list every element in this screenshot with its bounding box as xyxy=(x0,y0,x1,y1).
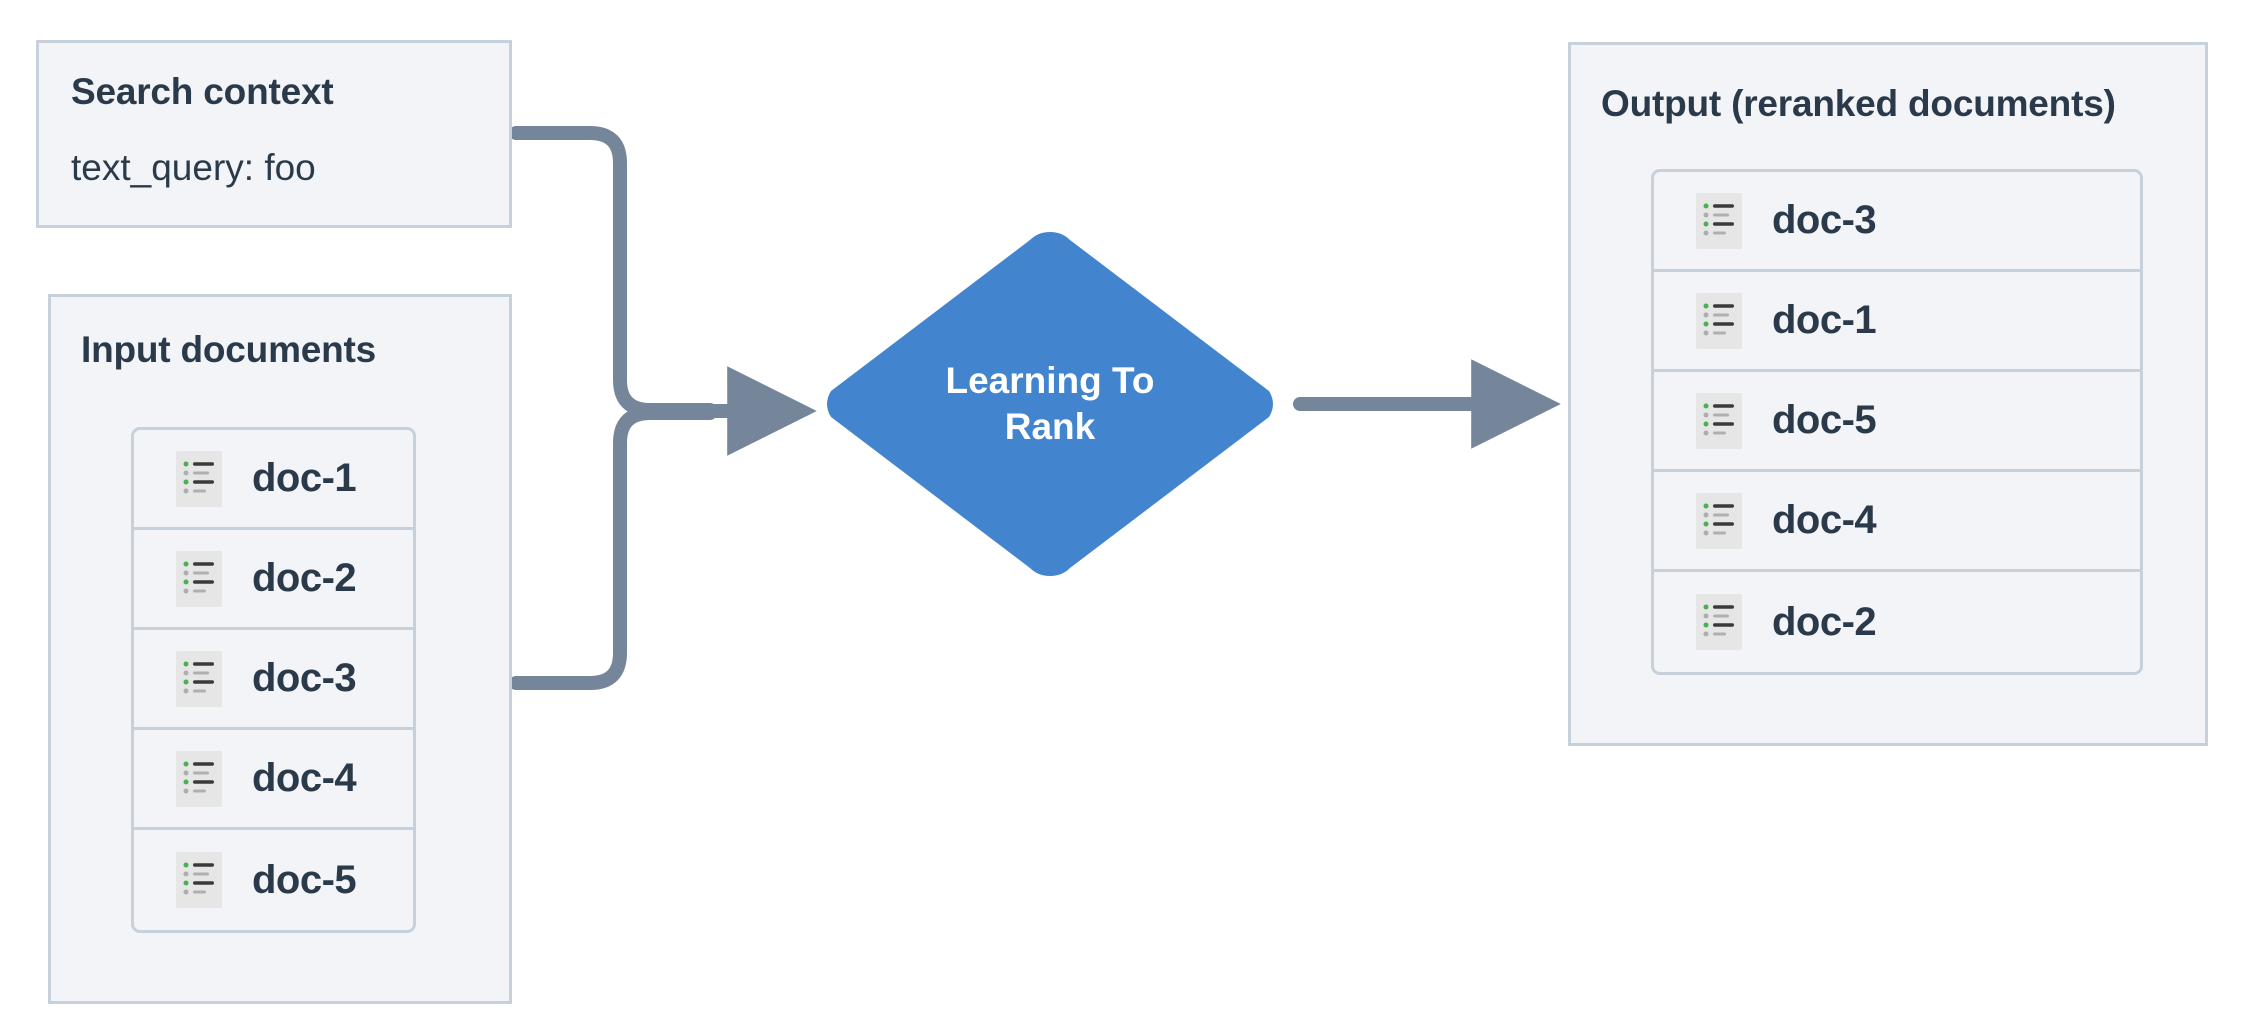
document-list-icon xyxy=(176,650,222,707)
document-label: doc-2 xyxy=(1772,599,1877,644)
connector-input-documents-to-node xyxy=(509,406,717,690)
input-documents-title: Input documents xyxy=(81,329,377,370)
document-label: doc-5 xyxy=(252,857,357,902)
document-row[interactable]: doc-4 xyxy=(1654,472,2140,572)
output-documents-list: doc-3 doc-1 doc-5 doc-4 doc-2 xyxy=(1651,169,2143,675)
connector-search-context-to-node xyxy=(509,126,717,417)
document-label: doc-1 xyxy=(1772,298,1877,342)
search-context-query-field: text_query: foo xyxy=(71,147,316,188)
document-label: doc-3 xyxy=(252,656,357,700)
document-label: doc-2 xyxy=(252,556,357,600)
learning-to-rank-node[interactable]: Learning To Rank xyxy=(815,224,1285,584)
document-list-icon xyxy=(176,450,222,507)
document-row[interactable]: doc-5 xyxy=(1654,372,2140,472)
document-list-icon xyxy=(1696,292,1742,349)
input-documents-list: doc-1 doc-2 doc-3 doc-4 doc-5 xyxy=(131,427,416,933)
search-context-panel: Search context text_query: foo xyxy=(36,40,512,228)
document-row[interactable]: doc-5 xyxy=(134,830,413,930)
document-list-icon xyxy=(1696,492,1742,549)
document-label: doc-1 xyxy=(252,456,357,500)
document-row[interactable]: doc-1 xyxy=(1654,272,2140,372)
document-label: doc-4 xyxy=(252,756,357,800)
document-row[interactable]: doc-3 xyxy=(134,630,413,730)
document-label: doc-5 xyxy=(1772,398,1877,442)
document-row[interactable]: doc-3 xyxy=(1654,172,2140,272)
diamond-shape xyxy=(827,232,1273,576)
document-row[interactable]: doc-2 xyxy=(1654,572,2140,672)
document-list-icon xyxy=(176,550,222,607)
document-list-icon xyxy=(1696,392,1742,449)
document-label: doc-4 xyxy=(1772,498,1877,542)
document-list-icon xyxy=(176,852,222,908)
document-list-icon xyxy=(176,750,222,807)
document-row[interactable]: doc-1 xyxy=(134,430,413,530)
document-label: doc-3 xyxy=(1772,198,1877,242)
document-row[interactable]: doc-4 xyxy=(134,730,413,830)
document-row[interactable]: doc-2 xyxy=(134,530,413,630)
document-list-icon xyxy=(1696,594,1742,650)
output-documents-title: Output (reranked documents) xyxy=(1601,83,2116,124)
search-context-title: Search context xyxy=(71,71,334,112)
document-list-icon xyxy=(1696,192,1742,249)
